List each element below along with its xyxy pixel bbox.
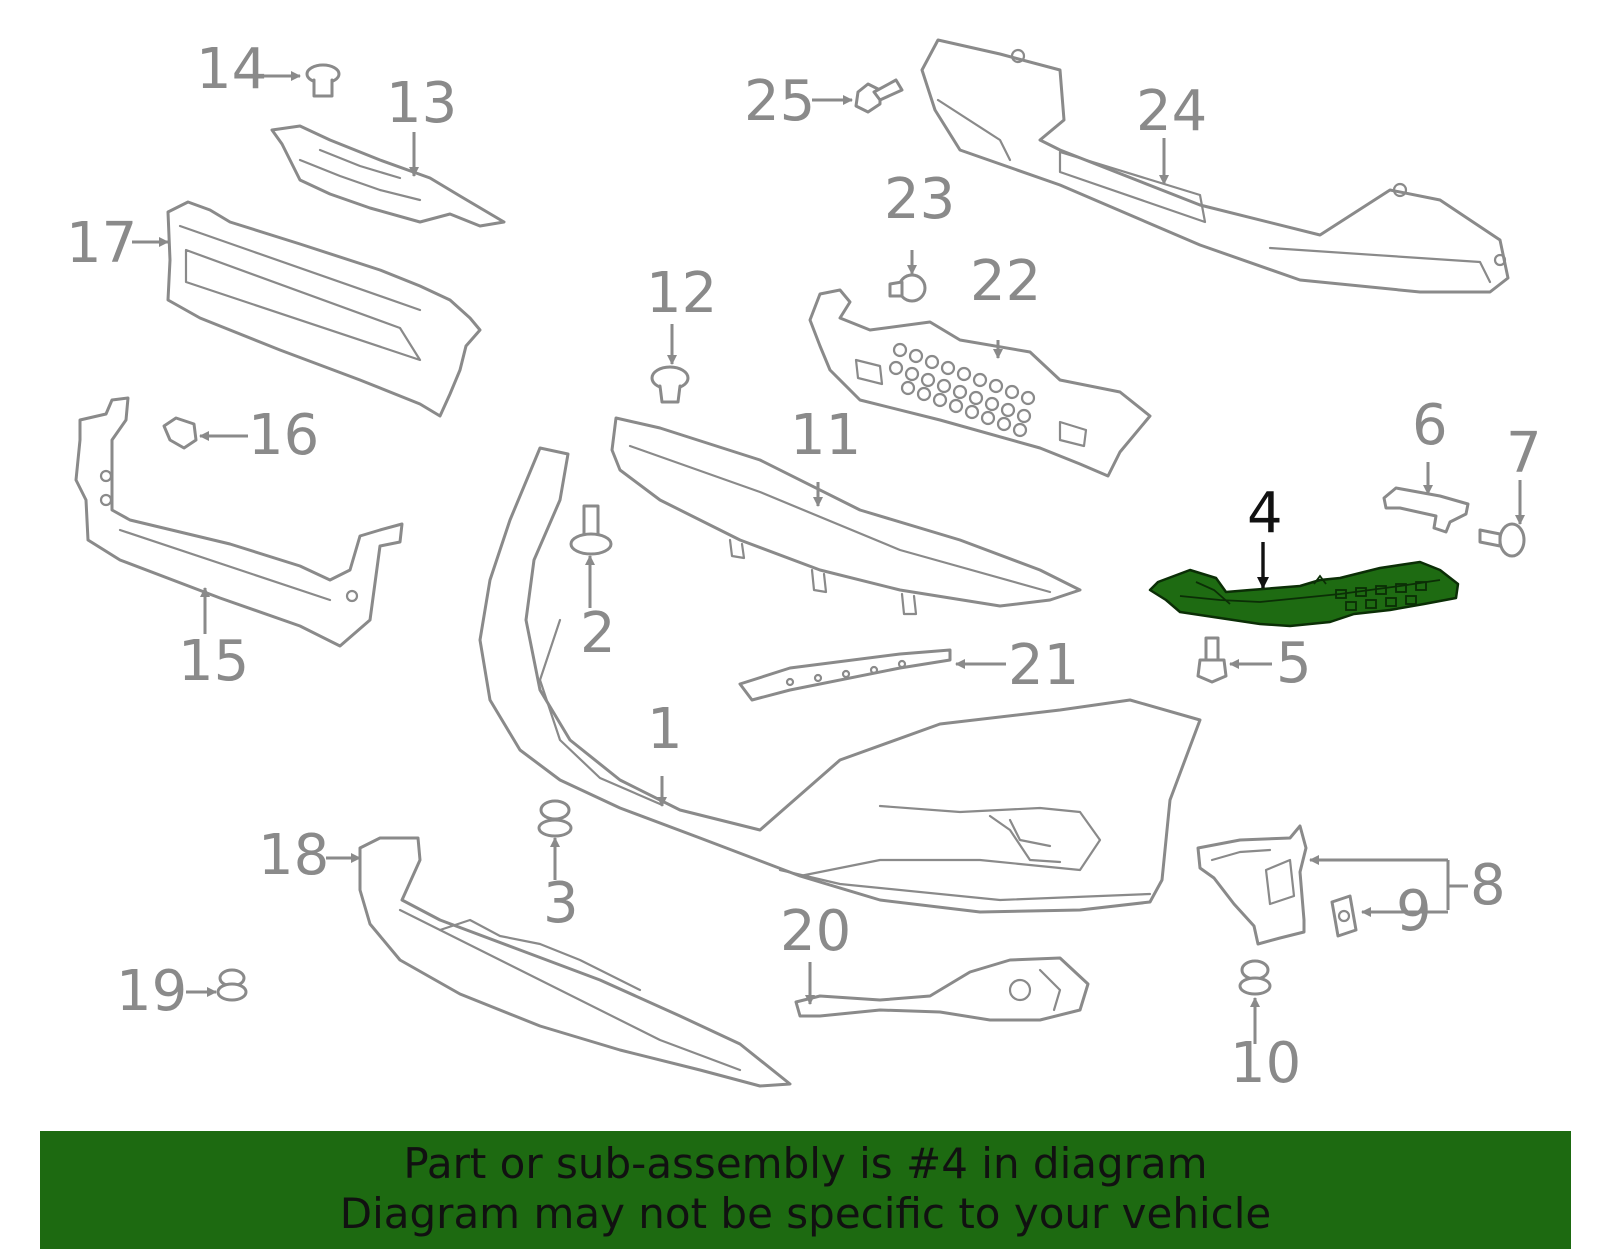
callout-8: 8 [1470,853,1506,918]
part-7-screw [1478,522,1526,558]
callout-23: 23 [884,167,955,232]
part-20-fog-bezel [794,956,1090,1022]
part-15-support-bracket [74,396,404,648]
callout-21: 21 [1008,633,1079,698]
part-1-bumper-cover [478,446,1202,914]
part-12-push-clip [650,365,690,404]
callout-4: 4 [1247,481,1283,546]
part-16-clip [162,416,198,450]
part-4-bumper-bracket [1148,560,1460,628]
part-21-molding [738,648,952,702]
part-24-bumper-absorber [920,38,1510,294]
callout-2: 2 [580,601,616,666]
callout-22: 22 [970,249,1041,314]
callout-14: 14 [196,37,267,102]
callout-19: 19 [116,959,187,1024]
callout-13: 13 [386,71,457,136]
callout-25: 25 [744,69,815,134]
callout-16: 16 [248,403,319,468]
leader-lines [132,71,1525,1044]
part-22-grille-support [808,288,1152,478]
info-banner: Part or sub-assembly is #4 in diagram Di… [40,1131,1571,1249]
part-18-lower-deflector [358,836,792,1088]
banner-line-part-number: Part or sub-assembly is #4 in diagram [403,1139,1208,1188]
part-3-clip [537,799,573,838]
part-11-upper-retainer [610,416,1082,616]
part-19-clip [216,968,248,1002]
part-9-nut-clip [1330,894,1358,938]
part-2-bolt [569,504,613,556]
callout-5: 5 [1276,631,1312,696]
callout-numbers: 1 2 3 4 5 6 7 8 9 10 11 12 13 14 15 16 1… [66,37,1542,1096]
part-5-bolt [1196,636,1228,684]
callout-18: 18 [258,823,329,888]
callout-20: 20 [780,899,851,964]
callout-3: 3 [543,871,579,936]
callout-11: 11 [790,403,861,468]
part-17-air-deflector [166,200,482,418]
part-8-side-bracket [1196,824,1308,946]
part-6-bracket [1382,486,1470,534]
callout-17: 17 [66,211,137,276]
callout-7: 7 [1506,421,1542,486]
callout-12: 12 [646,261,717,326]
callout-10: 10 [1230,1031,1301,1096]
callout-15: 15 [178,629,249,694]
callout-9: 9 [1396,879,1432,944]
banner-line-disclaimer: Diagram may not be specific to your vehi… [339,1189,1272,1238]
part-10-clip [1238,959,1272,996]
callout-24: 24 [1136,79,1207,144]
callout-1: 1 [647,697,683,762]
part-23-clip [888,273,927,303]
part-14-clip [305,63,341,98]
callout-6: 6 [1412,393,1448,458]
part-13-air-guide [270,124,506,228]
part-25-bolt [854,78,904,114]
